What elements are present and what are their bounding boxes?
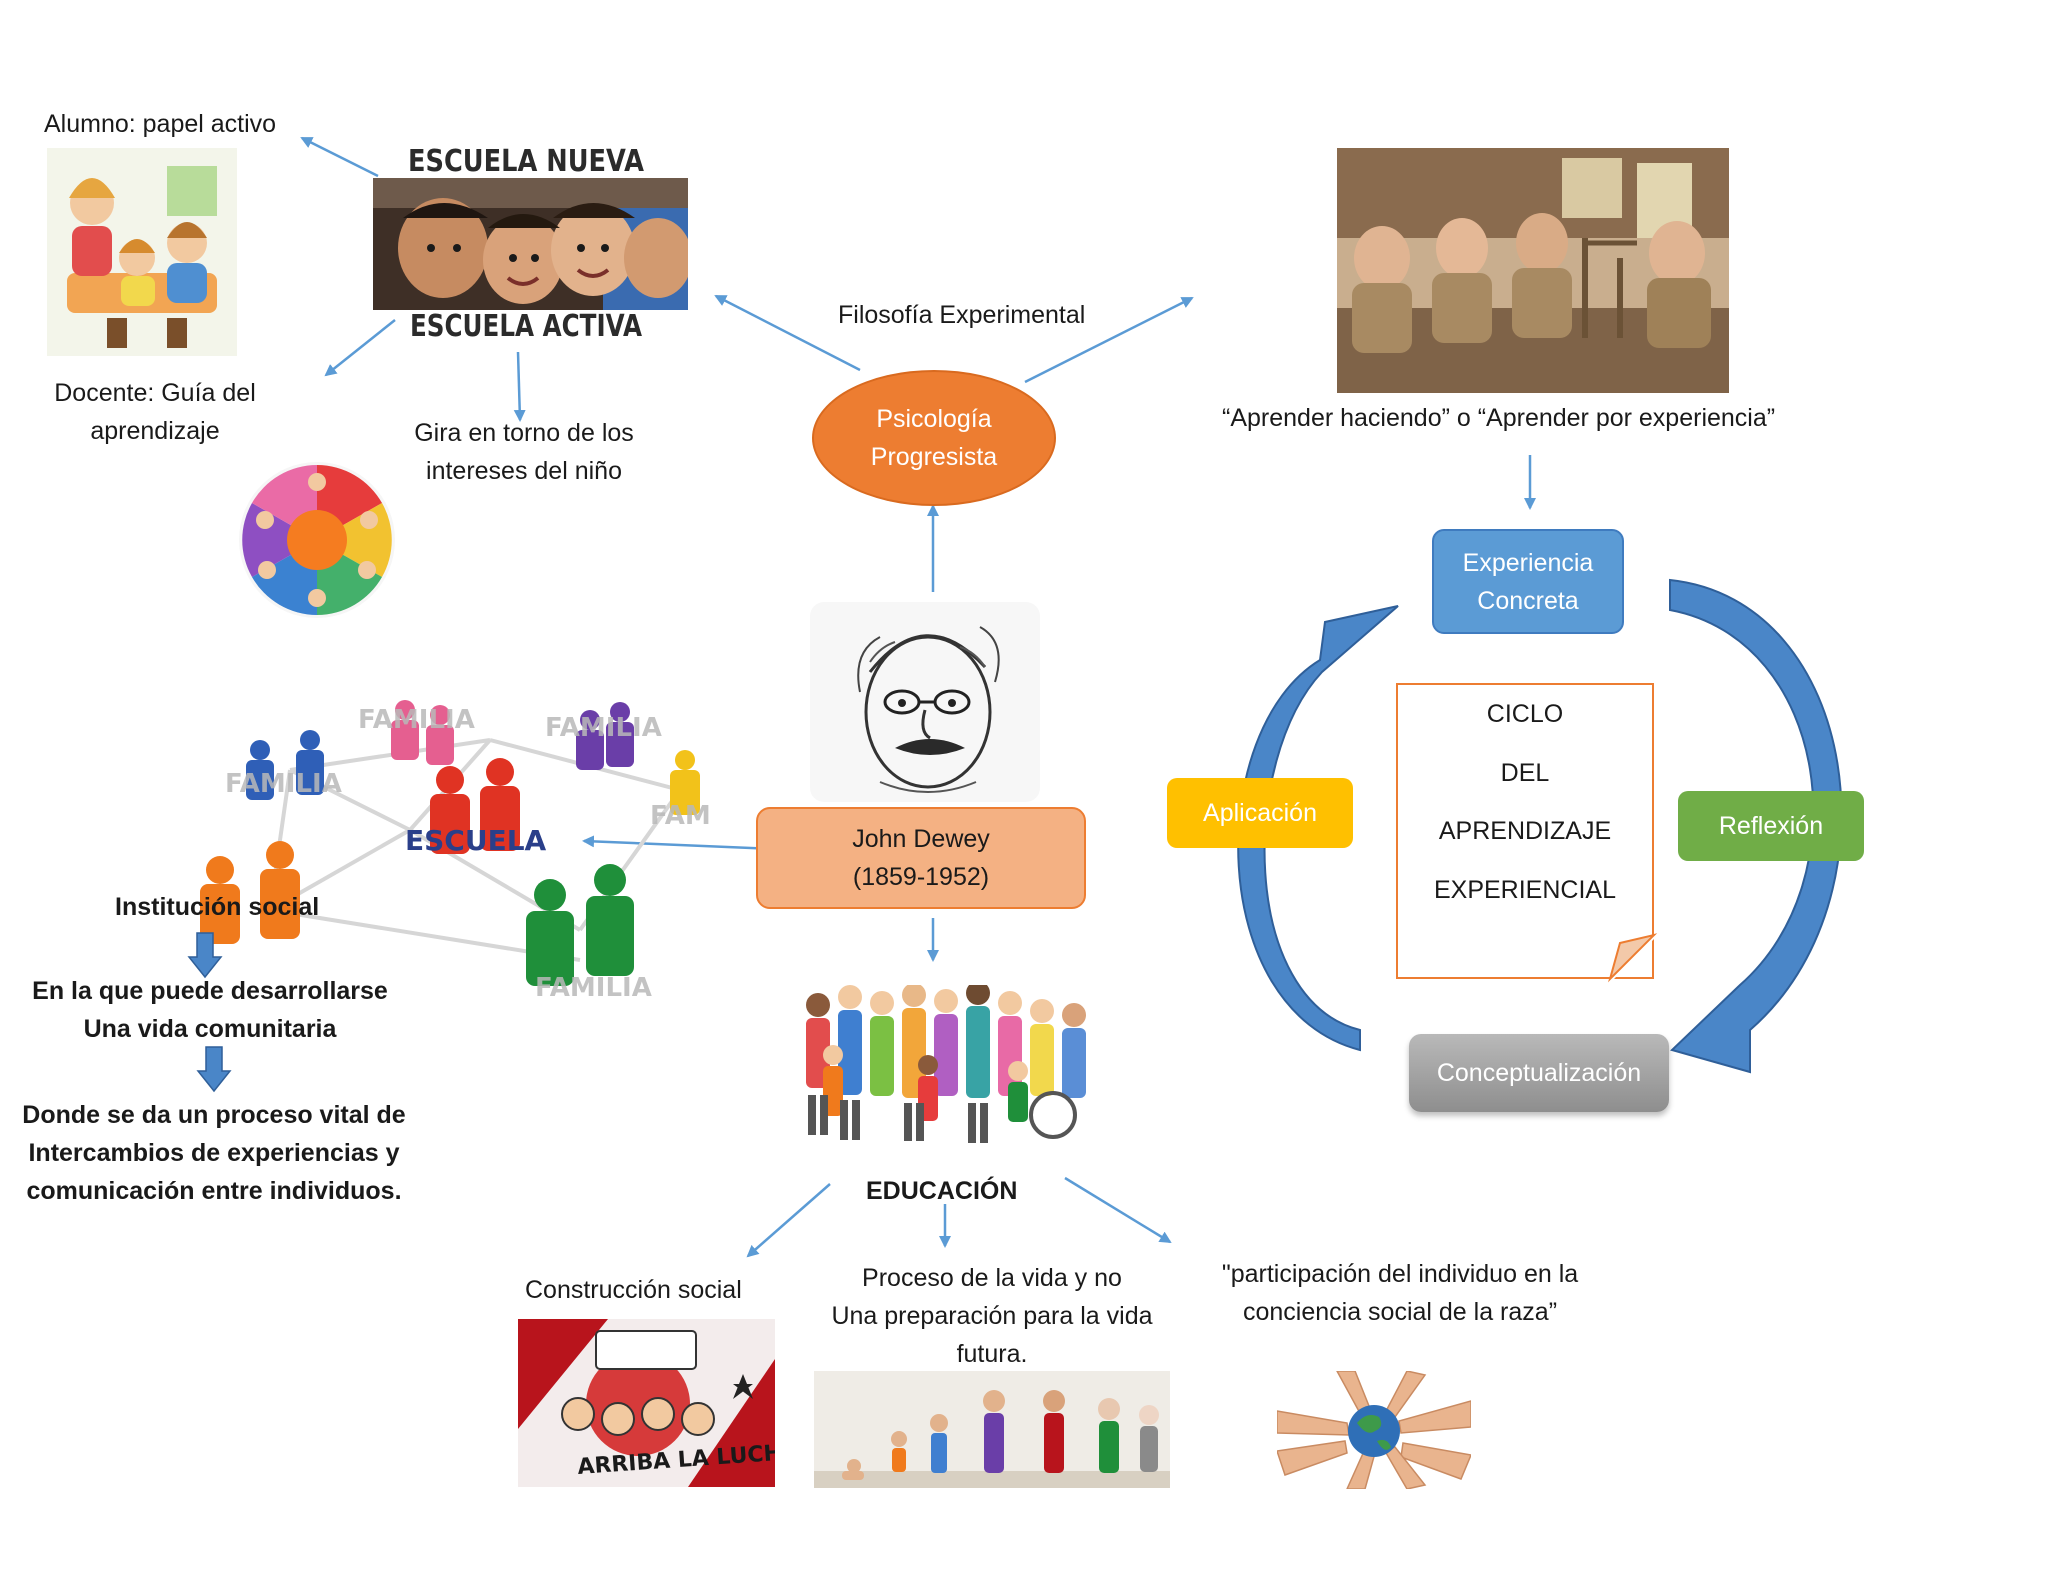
figure-group-blue	[246, 730, 324, 800]
educacion-people-image	[788, 985, 1103, 1150]
participacion-line-1: "participación del individuo en la	[1221, 1260, 1579, 1288]
familia-word-5: FAMILIA	[535, 973, 652, 1003]
alumno-image	[47, 148, 237, 356]
dewey-years: (1859-1952)	[852, 863, 990, 891]
familia-network-image: FAMILIA FAMILIA FAMILIA FAMILIA FAMILIA …	[180, 680, 710, 1020]
reflexion-node: Reflexión	[1678, 791, 1864, 861]
cycle-arrow-left	[1237, 605, 1399, 1052]
dewey-name: John Dewey	[852, 825, 990, 853]
docente-label: Docente: Guía del aprendizaje	[40, 374, 270, 450]
gira-label: Gira en torno de los intereses del niño	[400, 414, 648, 490]
alumno-label: Alumno: papel activo	[44, 110, 277, 138]
escuela-nueva-photo	[373, 178, 688, 310]
cycle-arrow-right	[1669, 578, 1843, 1074]
conceptualizacion-node: Conceptualización	[1409, 1034, 1669, 1112]
donde-label: Donde se da un proceso vital de Intercam…	[14, 1096, 414, 1210]
institucion-label: Institución social	[115, 893, 320, 921]
educacion-title: EDUCACIÓN	[866, 1177, 1018, 1205]
ciclo-line-1: CICLO	[1486, 700, 1564, 728]
participacion-line-2: conciencia social de la raza”	[1242, 1298, 1558, 1326]
familia-word-2: FAMILIA	[545, 713, 662, 743]
figure-group-purple	[576, 702, 634, 770]
proceso-label: Proceso de la vida y no Una preparación …	[812, 1259, 1172, 1373]
gira-line-1: Gira en torno de los	[414, 419, 634, 447]
donde-line-2: Intercambios de experiencias y	[28, 1139, 400, 1167]
dewey-portrait	[810, 602, 1040, 802]
ciclo-note: CICLO DEL APRENDIZAJE EXPERIENCIAL	[1396, 683, 1658, 983]
figure-group-orange	[200, 841, 300, 944]
experiencia-line-1: Experiencia	[1462, 548, 1594, 577]
arrow-to-participacion	[1064, 1176, 1172, 1244]
escuela-nueva-text: ESCUELA NUEVA	[408, 144, 645, 179]
gira-line-2: intereses del niño	[426, 457, 622, 485]
figure-group-pink	[391, 700, 454, 765]
experiencia-line-2: Concreta	[1477, 586, 1579, 615]
aprender-label: “Aprender haciendo” o “Aprender por expe…	[1222, 404, 1776, 432]
experiencia-node: Experiencia Concreta	[1432, 529, 1624, 634]
proceso-line-1: Proceso de la vida y no	[862, 1264, 1122, 1292]
psicologia-line-2: Progresista	[870, 443, 998, 471]
escuela-network-word: ESCUELA	[405, 824, 547, 857]
laboratory-photo	[1337, 148, 1729, 393]
escuela-nueva-title: ESCUELA NUEVA	[408, 144, 645, 179]
donde-line-1: Donde se da un proceso vital de	[22, 1101, 406, 1129]
figure-group-red	[430, 758, 520, 854]
psicologia-line-1: Psicología	[876, 405, 992, 433]
donde-line-3: comunicación entre individuos.	[26, 1177, 402, 1205]
familia-word-4: FAMILIA	[650, 801, 710, 831]
proceso-line-2: Una preparación para la vida	[831, 1302, 1153, 1330]
en-la-que-line-1: En la que puede desarrollarse	[32, 977, 388, 1005]
ciclo-line-4: EXPERIENCIAL	[1433, 876, 1616, 904]
figure-group-yellow	[670, 750, 700, 815]
hands-globe-image	[1277, 1371, 1471, 1489]
ciclo-line-3: APRENDIZAJE	[1438, 817, 1612, 845]
figure-group-green	[526, 864, 634, 986]
psicologia-node: Psicología Progresista	[812, 370, 1056, 506]
construccion-poster-image: ARRIBA LA LUCHA	[518, 1319, 775, 1487]
arrow-to-construccion	[746, 1183, 831, 1258]
construccion-label: Construcción social	[525, 1276, 742, 1304]
familia-word-1: FAMILIA	[358, 705, 475, 735]
down-arrow-icon-2	[196, 1046, 232, 1093]
note-fold-icon	[1608, 933, 1658, 983]
arrow-to-alumno	[300, 136, 379, 178]
arrow-to-aprender	[1024, 296, 1194, 384]
filosofia-label: Filosofía Experimental	[838, 301, 1086, 329]
proceso-line-3: futura.	[956, 1340, 1028, 1368]
escuela-activa-title: ESCUELA ACTIVA	[410, 309, 643, 344]
docente-line-2: aprendizaje	[90, 417, 220, 445]
dewey-node: John Dewey (1859-1952)	[756, 807, 1086, 909]
familia-word-3: FAMILIA	[225, 769, 342, 799]
arrow-to-gira	[513, 351, 526, 422]
docente-line-1: Docente: Guía del	[54, 379, 256, 407]
down-arrow-icon-1	[187, 932, 223, 979]
participacion-label: "participación del individuo en la conci…	[1200, 1255, 1600, 1331]
en-la-que-line-2: Una vida comunitaria	[83, 1015, 337, 1043]
ciclo-line-2: DEL	[1500, 759, 1550, 787]
evolution-image	[814, 1371, 1170, 1488]
escuela-activa-text: ESCUELA ACTIVA	[410, 309, 643, 344]
en-la-que-label: En la que puede desarrollarse Una vida c…	[20, 972, 400, 1048]
aplicacion-node: Aplicación	[1167, 778, 1353, 848]
docente-image	[225, 455, 410, 625]
arrow-to-docente	[324, 319, 396, 377]
arrow-to-escuela-nueva	[714, 294, 861, 372]
